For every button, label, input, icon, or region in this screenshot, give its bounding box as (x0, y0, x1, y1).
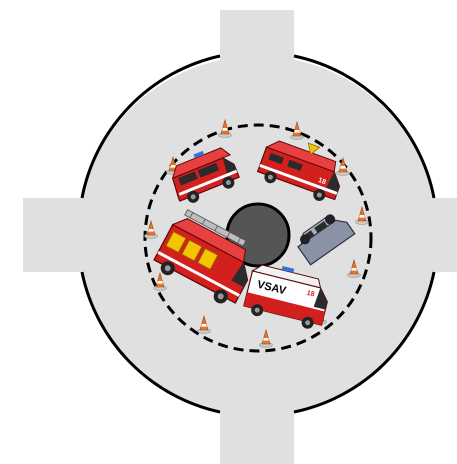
roundabout-scene: 18 (0, 0, 457, 464)
